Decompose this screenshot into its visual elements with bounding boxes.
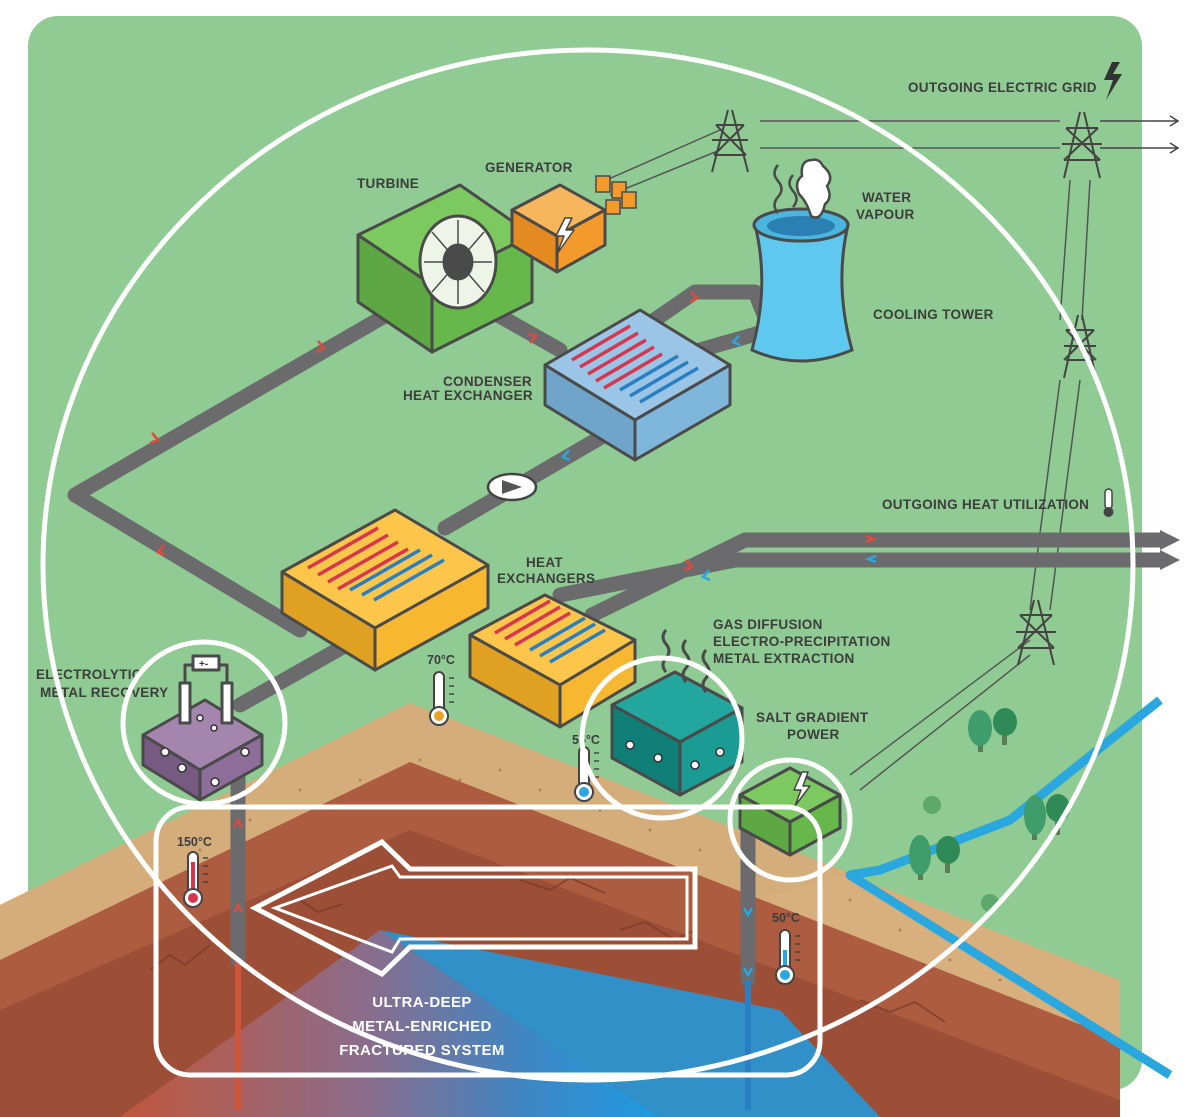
- salt-gradient-unit: [738, 766, 842, 857]
- temperature-70: 70°C: [427, 653, 455, 667]
- label-turbine: TURBINE: [357, 176, 419, 191]
- label-gas-diffusion: GAS DIFFUSION: [713, 617, 823, 632]
- lightning-icon: [1104, 62, 1122, 100]
- generator: [510, 183, 607, 274]
- grid-arrows: [1100, 115, 1180, 154]
- label-salt-gradient-2: POWER: [787, 727, 840, 742]
- heat-thermometer-icon: [1103, 488, 1114, 517]
- label-gas-diffusion-2: ELECTRO-PRECIPITATION: [713, 634, 891, 649]
- label-electrolytic: ELECTROLYTIC: [36, 667, 142, 682]
- heat-exchanger-main: [280, 508, 490, 672]
- label-heat-utilization: OUTGOING HEAT UTILIZATION: [882, 497, 1089, 512]
- cooling-tower: [750, 207, 854, 363]
- pylon-icon: [1016, 599, 1056, 666]
- pylon-icon: [1062, 111, 1102, 179]
- temperature-55: 55°C: [572, 733, 600, 747]
- condenser: [543, 308, 732, 462]
- temperature-50: 50°C: [772, 911, 800, 925]
- turbine: [356, 183, 534, 354]
- label-ultra-deep: ULTRA-DEEP: [372, 994, 472, 1011]
- label-condenser-2: HEAT EXCHANGER: [403, 388, 533, 403]
- label-metal-enriched: METAL-ENRICHED: [352, 1018, 491, 1035]
- steam: [773, 164, 798, 214]
- thermometer-icon: [775, 929, 800, 985]
- label-outgoing-grid: OUTGOING ELECTRIC GRID: [908, 80, 1097, 95]
- annotation-overlays: [40, 47, 1136, 1083]
- thermometer-icon: [183, 851, 208, 908]
- steam-cloud: [795, 158, 832, 219]
- electrolytic-bubbles: [160, 714, 250, 787]
- label-water-vapour: WATER: [862, 190, 911, 205]
- pipe-arrow-icon: [1160, 550, 1180, 570]
- label-condenser: CONDENSER: [443, 374, 532, 389]
- label-generator: GENERATOR: [485, 160, 573, 175]
- transformers: [595, 175, 637, 215]
- label-gas-diffusion-3: METAL EXTRACTION: [713, 651, 855, 666]
- heat-exchanger-secondary: [468, 593, 637, 729]
- thermometer-icon: [429, 671, 454, 726]
- label-fractured-system: FRACTURED SYSTEM: [339, 1042, 505, 1059]
- label-cooling-tower: COOLING TOWER: [873, 307, 994, 322]
- gas-diffusion-unit: [610, 670, 744, 797]
- temperature-150: 150°C: [177, 835, 212, 849]
- label-heat-exchangers-2: EXCHANGERS: [497, 571, 595, 586]
- label-water-vapour-2: VAPOUR: [856, 207, 915, 222]
- label-electrolytic-2: METAL RECOVERY: [40, 685, 168, 700]
- label-heat-exchangers: HEAT: [526, 555, 563, 570]
- pipe-arrow-icon: [1160, 530, 1180, 550]
- pylon-icon: [711, 109, 749, 173]
- label-salt-gradient: SALT GRADIENT: [756, 710, 869, 725]
- pump-icon: [486, 472, 538, 502]
- flow-arrows: [149, 291, 878, 978]
- battery-icon: +-: [199, 659, 208, 670]
